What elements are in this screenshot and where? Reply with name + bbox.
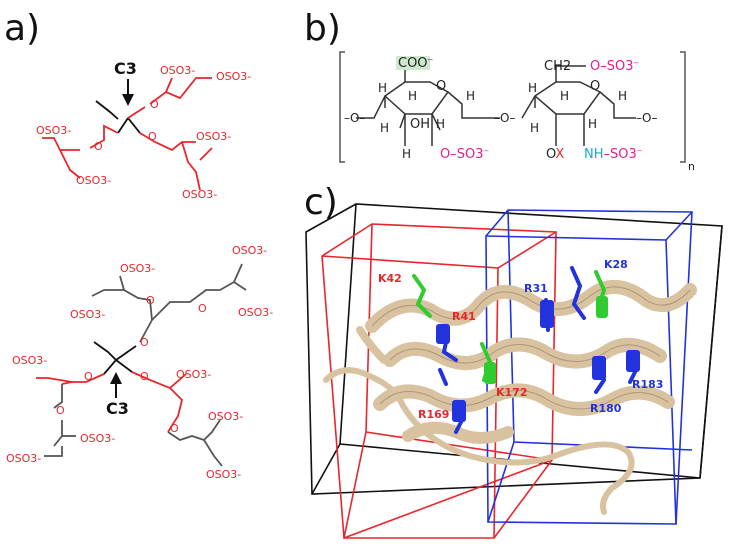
panel-c-protein-view: K42 R41 K172 R169 R31 K28 R183 R180	[305, 203, 723, 540]
ox-label: OX	[546, 147, 564, 162]
oh-label: OH	[410, 117, 430, 132]
nh-so3-label: NH–SO3−	[584, 147, 643, 162]
residue-label-r31: R31	[524, 282, 548, 295]
panel-a-label: a)	[4, 8, 40, 49]
c3-label-bottom: C3	[106, 399, 129, 418]
h-label: H	[380, 121, 389, 135]
sulfate-label: OSO3-	[160, 64, 195, 77]
sulfate-label: OSO3-	[70, 308, 105, 321]
sulfate-label: OSO3-	[36, 124, 71, 137]
residue-label-r169: R169	[418, 408, 449, 421]
o-label: O	[140, 336, 149, 349]
residue-label-r41: R41	[452, 310, 476, 323]
h-label: H	[378, 81, 387, 95]
bridge-o-left: –O–	[344, 111, 365, 125]
carboxylate-label: COO−	[398, 56, 434, 71]
residue-label-r183: R183	[632, 378, 663, 391]
o-label: O	[170, 422, 179, 435]
sulfate-label: OSO3-	[80, 432, 115, 445]
h-label: H	[436, 117, 445, 131]
sulfate-label: OSO3-	[216, 70, 251, 83]
ch2-label: CH2	[544, 59, 571, 74]
carboxylate-highlight	[396, 56, 430, 70]
sulfate-label: OSO3-	[238, 306, 273, 319]
left-bracket	[339, 51, 345, 163]
right-bracket	[680, 51, 686, 163]
sulfate-label: OSO3-	[182, 188, 217, 201]
sulfate-label: OSO3-	[12, 354, 47, 367]
ring-o-right: O	[590, 79, 600, 94]
sulfate-label: OSO3-	[6, 452, 41, 465]
o-label: O	[84, 370, 93, 383]
o-label: O	[146, 294, 155, 307]
o-label: O	[148, 130, 157, 143]
protein-ribbon	[323, 279, 697, 515]
bridge-o-right: –O–	[636, 111, 657, 125]
h-label: H	[402, 147, 411, 161]
box-red	[321, 223, 557, 540]
sulfate-label: OSO3-	[76, 174, 111, 187]
c3-label-top: C3	[114, 59, 137, 78]
h-label: H	[588, 117, 597, 131]
sulfate-label: OSO3-	[232, 244, 267, 257]
ring-o-left: O	[436, 79, 446, 94]
bridge-o-mid: –O–	[494, 111, 515, 125]
residue-label-k28: K28	[604, 258, 628, 271]
h-label: H	[528, 81, 537, 95]
sulfate-label: OSO3-	[208, 410, 243, 423]
o-label: O	[94, 140, 103, 153]
o-label: O	[198, 302, 207, 315]
h-label: H	[618, 89, 627, 103]
sulfate-label: OSO3-	[206, 468, 241, 481]
o-so3-bottom-left: O–SO3−	[440, 147, 490, 162]
residue-label-k172: K172	[496, 386, 528, 399]
o-label: O	[140, 370, 149, 383]
residue-label-r180: R180	[590, 402, 622, 415]
panel-b-structure: n COO− O OH H H H H H H O–SO3− –O– –O–	[339, 51, 695, 173]
o-label: O	[150, 98, 159, 111]
h-label: H	[560, 89, 569, 103]
o-so3-top: O–SO3−	[590, 59, 640, 74]
h-label: H	[530, 121, 539, 135]
sulfate-label: OSO3-	[176, 368, 211, 381]
sulfate-label: OSO3-	[120, 262, 155, 275]
panel-b-label: b)	[304, 8, 341, 49]
repeat-n: n	[688, 160, 695, 173]
panel-c-label: c)	[304, 182, 338, 223]
residue-label-k42: K42	[378, 272, 402, 285]
panel-a-bottom-molecule: C3 O	[6, 244, 273, 481]
o-label: O	[56, 404, 65, 417]
h-label: H	[408, 89, 417, 103]
panel-a-top-molecule: C3 O O O OSO3- OSO3- OSO3- OSO3- OSO3-	[36, 59, 251, 201]
h-label: H	[466, 89, 475, 103]
sulfate-label: OSO3-	[196, 130, 231, 143]
